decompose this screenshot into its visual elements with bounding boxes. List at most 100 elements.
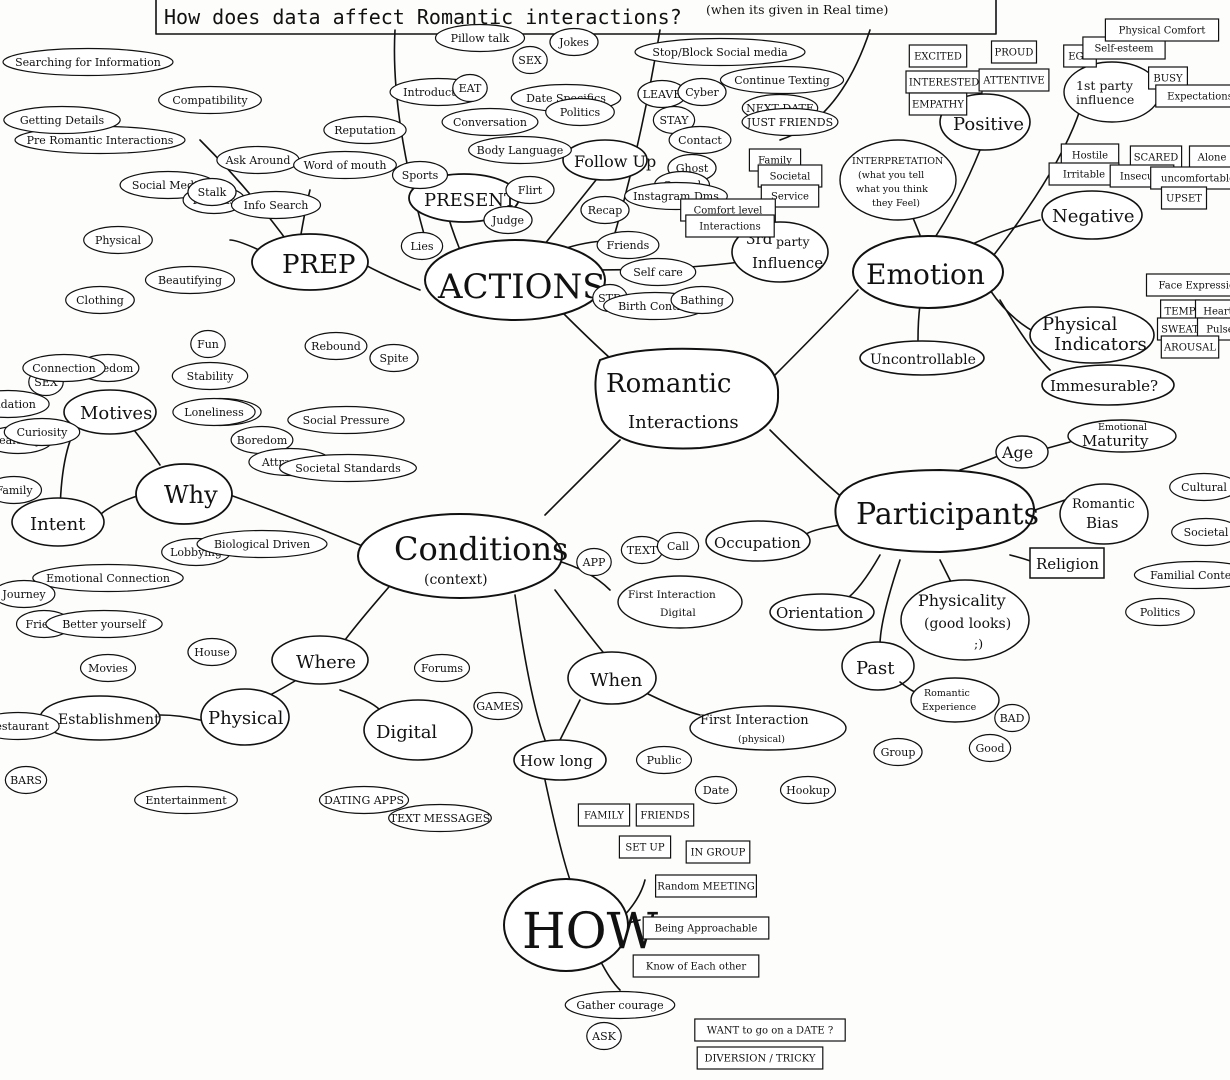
leaf-when: Hookup bbox=[779, 775, 837, 805]
leaf-motives: Curiosity bbox=[3, 417, 81, 447]
leaf-label: Boredom bbox=[237, 434, 288, 447]
self-party-label-0: 1st party bbox=[1076, 78, 1134, 93]
leaf-label: STAY bbox=[659, 114, 689, 127]
leaf-shape bbox=[656, 531, 700, 561]
header-aside: (when its given in Real time) bbox=[706, 2, 888, 17]
node-when: When bbox=[567, 651, 657, 705]
leaf-label: ASK bbox=[591, 1030, 616, 1043]
leaf-label: Politics bbox=[560, 106, 601, 119]
header-question: How does data affect Romantic interactio… bbox=[164, 5, 682, 29]
leaf-label: Service bbox=[771, 192, 809, 203]
leaf-shape bbox=[1155, 84, 1230, 108]
leaf-label: Judge bbox=[491, 214, 524, 227]
node-emotion: Emotion bbox=[852, 235, 1004, 309]
leaf-shape bbox=[635, 745, 693, 775]
leaf-shape bbox=[190, 329, 226, 359]
leaf-present: SEX bbox=[512, 45, 548, 75]
leaf-romantic-bias: Cultural bbox=[1169, 472, 1230, 502]
leaf-self-party: Expectations bbox=[1155, 84, 1230, 108]
leaf-motives: Rebound bbox=[304, 331, 368, 361]
leaf-shape bbox=[369, 343, 419, 373]
leaf-label: Social Media bbox=[132, 179, 205, 192]
node-actions: ACTIONS bbox=[424, 239, 606, 321]
leaf-label: TEXT MESSAGES bbox=[390, 812, 491, 825]
leaf-shape bbox=[293, 150, 397, 180]
leaf-label: Word of mouth bbox=[304, 159, 387, 172]
node-romantic-interactions: Romantic Interactions bbox=[594, 347, 780, 450]
leaf-label: Expectations bbox=[1167, 92, 1230, 103]
leaf-label: Public bbox=[647, 754, 682, 767]
node-past: Past bbox=[841, 641, 915, 691]
physical-label: Physical bbox=[208, 708, 284, 729]
leaf-shape bbox=[908, 44, 968, 68]
leaf-shape bbox=[196, 529, 328, 559]
leaf-shape bbox=[545, 97, 615, 127]
self-party-label-1: influence bbox=[1076, 92, 1134, 107]
leaf-label: EMPATHY bbox=[912, 100, 964, 111]
romantic-bias-label-0: Romantic bbox=[1072, 497, 1135, 512]
leaf-present: Politics bbox=[545, 97, 615, 127]
physicality-label-1: (good looks) bbox=[924, 616, 1011, 632]
leaf-label: EXCITED bbox=[914, 52, 962, 63]
leaf-label: APP bbox=[582, 556, 606, 569]
leaf-how: DIVERSION / TRICKY bbox=[696, 1046, 824, 1070]
node-occupation: Occupation bbox=[705, 520, 811, 562]
age-label: Age bbox=[1001, 443, 1033, 462]
node-why: Why bbox=[135, 463, 233, 525]
leaf-shape bbox=[441, 107, 539, 137]
leaf-label: Better yourself bbox=[62, 618, 147, 631]
participants-label: Participants bbox=[856, 497, 1039, 532]
leaf-where-digital: Forums bbox=[413, 653, 471, 683]
leaf-shape bbox=[1145, 273, 1230, 297]
leaf-shape bbox=[596, 230, 660, 260]
leaf-label: Compatibility bbox=[172, 94, 248, 107]
leaf-present: Flirt bbox=[505, 175, 555, 205]
node-self-party: 1st party influence bbox=[1063, 61, 1161, 123]
node-physical: Physical bbox=[200, 688, 290, 746]
leaf-label: Curiosity bbox=[17, 426, 68, 439]
negative-label: Negative bbox=[1052, 206, 1134, 227]
leaf-shape bbox=[158, 85, 262, 115]
leaf-shape bbox=[323, 115, 407, 145]
leaf-prep: Getting Details bbox=[3, 105, 121, 135]
leaf-label: Pre Romantic Interactions bbox=[27, 134, 174, 147]
leaf-label: Connection bbox=[32, 362, 96, 375]
leaf-shape bbox=[1160, 186, 1208, 210]
leaf-third-party: Interactions bbox=[685, 214, 775, 238]
leaf-label: WANT to go on a DATE ? bbox=[707, 1026, 833, 1037]
leaf-how: Gather courage bbox=[564, 990, 676, 1020]
leaf-romantic-bias: Societal bbox=[1171, 517, 1230, 547]
leaf-shape bbox=[719, 65, 845, 95]
leaf-when: Public bbox=[635, 745, 693, 775]
leaf-label: Physical Comfort bbox=[1119, 26, 1206, 37]
node-romantic-experience: Romantic Experience bbox=[910, 677, 1000, 723]
leaf-label: Face Expression bbox=[1159, 281, 1230, 292]
how-label: HOW bbox=[522, 902, 659, 960]
leaf-label: Movies bbox=[88, 662, 128, 675]
leaf-how: Being Approachable bbox=[642, 916, 770, 940]
leaf-shape bbox=[618, 835, 672, 859]
node-digital: Digital bbox=[363, 699, 473, 761]
why-label: Why bbox=[164, 481, 218, 509]
leaf-label: Group bbox=[881, 746, 916, 759]
node-conditions: Conditions (context) bbox=[357, 513, 568, 599]
leaf-label: Familial Context bbox=[1150, 569, 1230, 582]
node-maturity: Emotional Maturity bbox=[1067, 419, 1177, 453]
leaf-shape bbox=[79, 653, 137, 683]
third-party-label-2: Influence bbox=[752, 254, 823, 272]
leaf-shape bbox=[3, 105, 121, 135]
leaf-prep: Beautifying bbox=[144, 265, 236, 295]
node-age: Age bbox=[995, 435, 1049, 469]
leaf-where-digital: GAMES bbox=[473, 691, 523, 721]
leaf-negative: uncomfortable bbox=[1150, 166, 1230, 190]
leaf-label: Good bbox=[975, 742, 1004, 755]
leaf-shape bbox=[586, 1021, 622, 1051]
leaf-shape bbox=[172, 397, 256, 427]
when-label: When bbox=[590, 670, 643, 691]
leaf-shape bbox=[908, 92, 968, 116]
leaf-shape bbox=[134, 785, 238, 815]
how-long-label: How long bbox=[520, 752, 593, 770]
leaf-shape bbox=[413, 653, 471, 683]
leaf-shape bbox=[144, 265, 236, 295]
